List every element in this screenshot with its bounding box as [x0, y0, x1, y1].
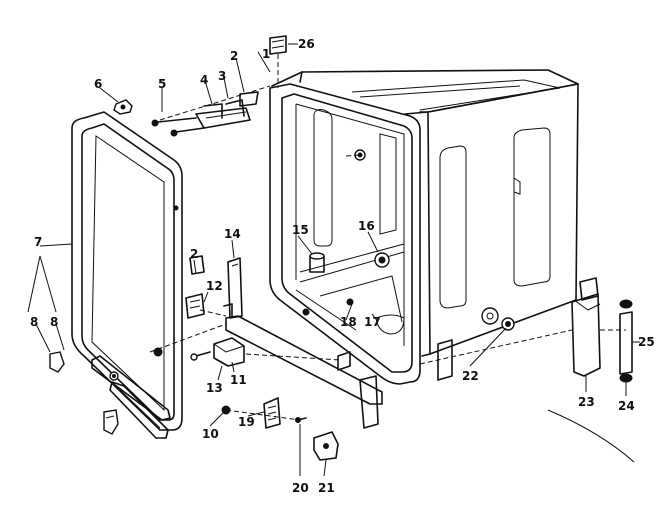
label-16: 16	[358, 219, 375, 233]
label-2-top: 2	[230, 49, 238, 63]
door-gasket	[71, 111, 183, 431]
right-side-parts	[269, 35, 633, 383]
label-13: 13	[206, 381, 223, 395]
leader-lines	[27, 43, 640, 477]
top-hinge-parts	[113, 91, 259, 137]
label-21: 21	[318, 481, 335, 495]
label-5: 5	[158, 77, 166, 91]
label-4: 4	[200, 73, 208, 87]
label-8-inner: 8	[50, 315, 58, 329]
label-1: 1	[262, 47, 270, 61]
label-11: 11	[230, 373, 247, 387]
label-26: 26	[298, 37, 315, 51]
label-17: 17	[364, 315, 381, 329]
door-strip	[91, 347, 231, 439]
label-18: 18	[340, 315, 357, 329]
label-15: 15	[292, 223, 309, 237]
label-10: 10	[202, 427, 219, 441]
label-7: 7	[34, 235, 42, 249]
label-3: 3	[218, 69, 226, 83]
label-23: 23	[578, 395, 595, 409]
tub-assembly	[269, 69, 579, 385]
label-24: 24	[618, 399, 635, 413]
label-2-left: 2	[190, 247, 198, 261]
label-8-outer: 8	[30, 315, 38, 329]
label-14: 14	[224, 227, 241, 241]
label-6: 6	[94, 77, 102, 91]
label-20: 20	[292, 481, 309, 495]
left-small-parts	[49, 351, 119, 435]
label-19: 19	[238, 415, 255, 429]
label-22: 22	[462, 369, 479, 383]
callout-labels: 1 2 2 3 4 5 6 7 8 8 10 11 12 13 14 15 16…	[30, 37, 655, 495]
label-25: 25	[638, 335, 655, 349]
alignment-lines	[149, 54, 635, 463]
label-12: 12	[206, 279, 223, 293]
